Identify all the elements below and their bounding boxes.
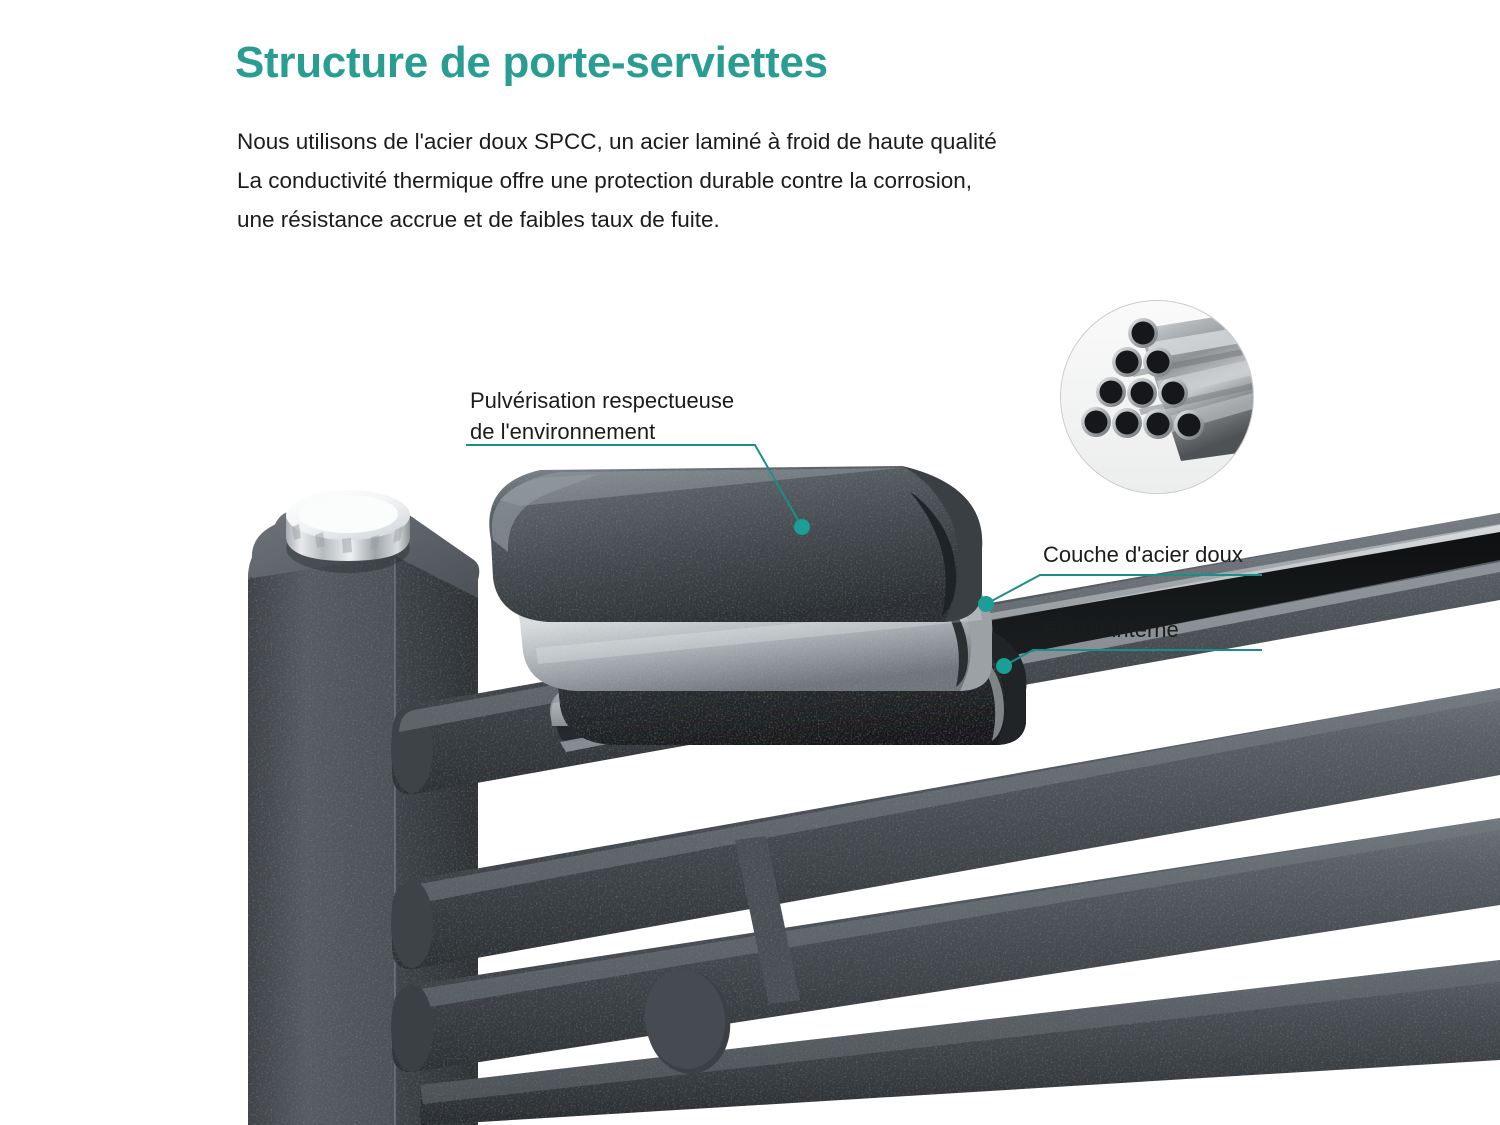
dot-steel-layer [978,596,994,612]
leader-spray [466,444,803,528]
layer-outer-coating [489,466,983,622]
callout-dots [794,519,1012,674]
callout-label-spray: Pulvérisation respectueuse de l'environn… [470,385,734,447]
callout-spray-line-2: de l'environnement [470,419,656,444]
steel-tubes-photo [1061,301,1253,493]
callout-label-inner-coating: Enduit interne [1043,614,1179,645]
steel-tubes-inset [1060,300,1254,494]
intro-paragraph: Nous utilisons de l'acier doux SPCC, un … [237,122,1067,239]
radiator-tube-lower-group [391,688,1500,1125]
tube-end-cap [644,969,731,1074]
intro-line-2: La conductivité thermique offre une prot… [237,168,973,193]
leader-steel-layer [985,574,1262,605]
intro-line-3: une résistance accrue et de faibles taux… [237,207,720,232]
callout-spray-line-1: Pulvérisation respectueuse [470,388,735,413]
dot-spray [794,519,810,535]
callout-label-steel-layer: Couche d'acier doux [1043,539,1243,570]
product-illustration [248,444,1500,1125]
intro-line-1: Nous utilisons de l'acier doux SPCC, un … [237,129,997,154]
chrome-cap [286,490,410,573]
callout-steel-line-1: Couche d'acier doux [1043,542,1243,567]
leader-inner-coating [1003,649,1262,667]
callout-inner-line-1: Enduit interne [1043,617,1179,642]
callout-leaders [466,444,1262,667]
tube-ends [1081,318,1204,440]
page-title: Structure de porte-serviettes [235,38,828,87]
dot-inner-coating [996,658,1012,674]
